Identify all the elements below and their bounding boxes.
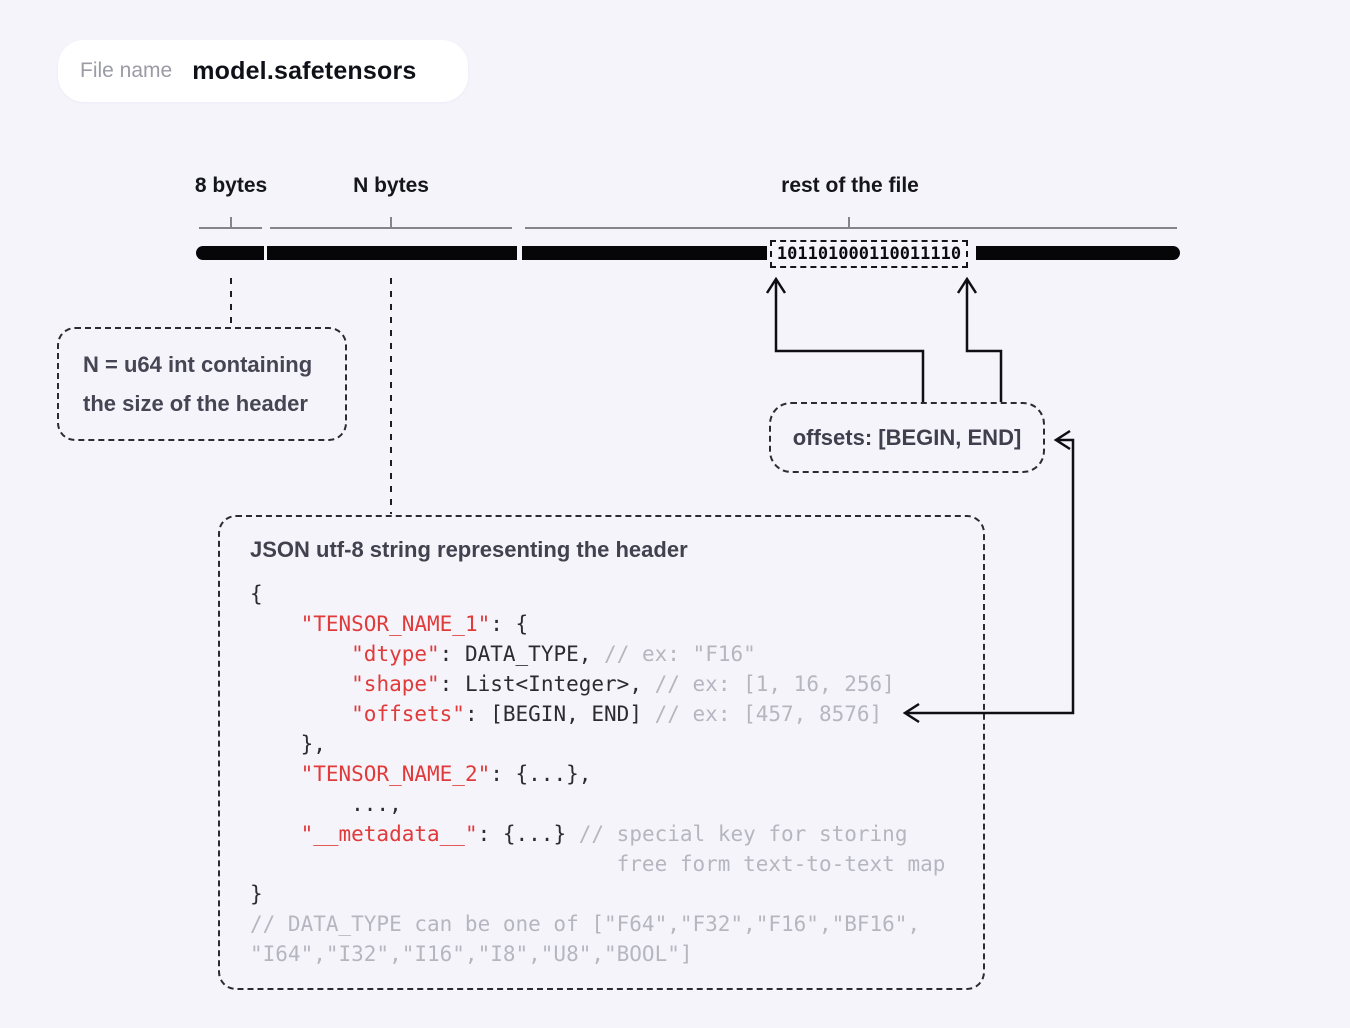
code-line: "shape": List<Integer>, // ex: [1, 16, 2… xyxy=(351,672,895,696)
code-line: "I64","I32","I16","I8","U8","BOOL"] xyxy=(250,942,693,966)
bar-data-segment-1 xyxy=(522,246,767,260)
arrow-begin xyxy=(765,276,925,402)
code-line: "dtype": DATA_TYPE, // ex: "F16" xyxy=(351,642,756,666)
offsets-callout-label: offsets: [BEGIN, END] xyxy=(792,424,1022,450)
bracket-n-bytes xyxy=(270,227,512,229)
code-line: } xyxy=(250,882,263,906)
binary-value: 101101000110011110 xyxy=(776,244,962,264)
file-name-pill: File name model.safetensors xyxy=(58,40,468,102)
code-line: "offsets": [BEGIN, END] // ex: [457, 857… xyxy=(351,702,883,726)
segment-label-8-bytes: 8 bytes xyxy=(194,174,268,197)
code-line: ..., xyxy=(250,792,402,816)
bracket-tick xyxy=(390,217,392,228)
code-line: "__metadata__": {...} // special key for… xyxy=(300,822,908,846)
bar-size-segment xyxy=(196,246,264,260)
code-line: "TENSOR_NAME_2": {...}, xyxy=(300,762,592,786)
header-size-callout-line2: the size of the header xyxy=(83,391,308,416)
bracket-tick xyxy=(230,217,232,228)
arrow-end xyxy=(956,276,1003,402)
code-line: free form text-to-text map xyxy=(250,852,946,876)
segment-label-rest-of-file: rest of the file xyxy=(781,174,919,197)
json-header-title: JSON utf-8 string representing the heade… xyxy=(250,537,688,562)
binary-tensor-bytes-box: 101101000110011110 xyxy=(770,240,968,268)
code-block: { "TENSOR_NAME_1": { "dtype": DATA_TYPE,… xyxy=(250,579,945,969)
bar-data-segment-2 xyxy=(976,246,1180,260)
header-size-callout-line1: N = u64 int containing xyxy=(83,352,313,377)
bracket-tick xyxy=(848,217,850,228)
segment-label-n-bytes: N bytes xyxy=(353,174,429,197)
header-size-callout: N = u64 int containing the size of the h… xyxy=(57,327,347,441)
file-name-label: File name xyxy=(80,59,173,82)
code-line: "TENSOR_NAME_1": { xyxy=(300,612,529,636)
file-name-value: model.safetensors xyxy=(192,56,417,85)
bracket-8-bytes xyxy=(199,227,262,229)
code-line: // DATA_TYPE can be one of ["F64","F32",… xyxy=(250,912,921,936)
code-line: { xyxy=(250,582,263,606)
code-line: }, xyxy=(250,732,326,756)
bracket-rest-of-file xyxy=(525,227,1177,229)
bar-header-segment xyxy=(267,246,517,260)
json-header-callout: JSON utf-8 string representing the heade… xyxy=(218,515,985,990)
offsets-callout: offsets: [BEGIN, END] xyxy=(769,402,1045,473)
